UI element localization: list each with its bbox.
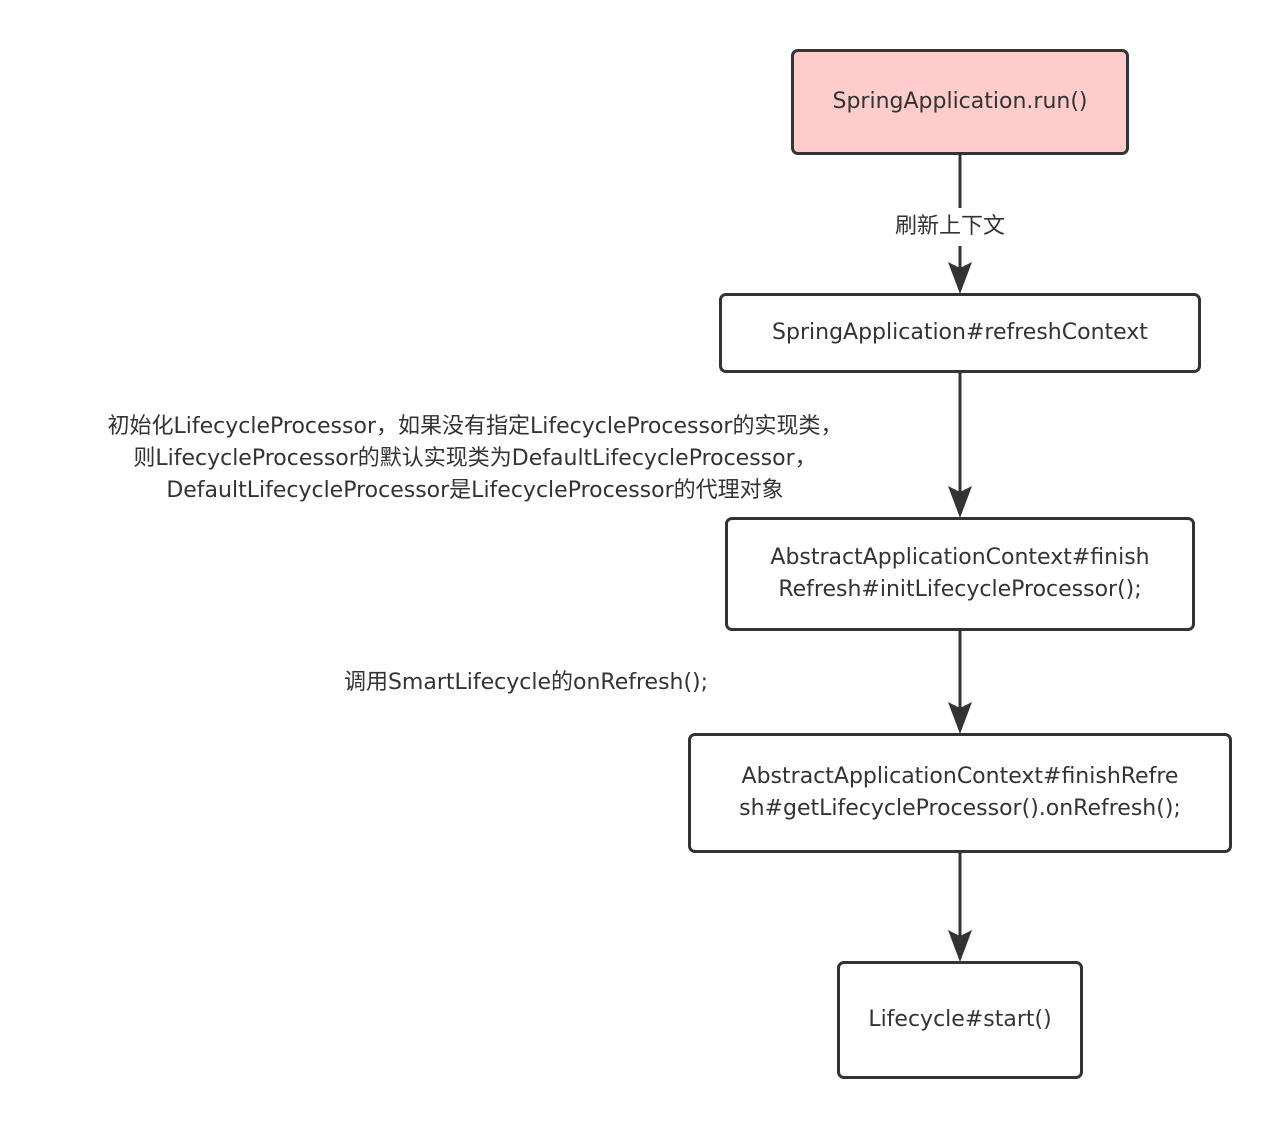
node-spring-application-run: SpringApplication.run() <box>791 49 1129 155</box>
node-on-refresh-line-2: sh#getLifecycleProcessor().onRefresh(); <box>739 796 1181 821</box>
arrowhead-to-refresh-context <box>948 262 972 294</box>
note-init-lifecycle-processor: 初始化LifecycleProcessor，如果没有指定LifecyclePro… <box>20 411 930 507</box>
node-refresh-context: SpringApplication#refreshContext <box>719 293 1201 373</box>
node-on-refresh: AbstractApplicationContext#finishRefre s… <box>688 733 1232 853</box>
arrowhead-to-start <box>948 930 972 962</box>
node-lifecycle-start-label: Lifecycle#start() <box>868 1007 1052 1032</box>
node-lifecycle-start: Lifecycle#start() <box>837 961 1083 1079</box>
node-init-line-1: AbstractApplicationContext#finish <box>770 545 1150 570</box>
note-init-line-2: 则LifecycleProcessor的默认实现类为DefaultLifecyc… <box>133 446 817 471</box>
node-refresh-context-label: SpringApplication#refreshContext <box>772 320 1148 345</box>
edge-label-background <box>892 208 1028 246</box>
node-on-refresh-line-1: AbstractApplicationContext#finishRefre <box>741 764 1179 789</box>
arrowhead-to-init <box>948 486 972 518</box>
edge-label-refresh: 刷新上下文 <box>895 211 1005 243</box>
note-call-line-1: 调用SmartLifecycle的onRefresh(); <box>343 670 709 695</box>
arrowhead-to-on-refresh <box>948 702 972 734</box>
edge-label-refresh-text: 刷新上下文 <box>895 214 1006 239</box>
note-init-line-3: DefaultLifecycleProcessor是LifecycleProce… <box>166 478 784 503</box>
note-init-line-1: 初始化LifecycleProcessor，如果没有指定LifecyclePro… <box>107 414 843 439</box>
note-call-on-refresh: 调用SmartLifecycle的onRefresh(); <box>300 667 752 699</box>
node-init-line-2: Refresh#initLifecycleProcessor(); <box>778 577 1142 602</box>
node-run-label: SpringApplication.run() <box>832 89 1088 114</box>
node-init-lifecycle-processor: AbstractApplicationContext#finish Refres… <box>725 517 1195 631</box>
